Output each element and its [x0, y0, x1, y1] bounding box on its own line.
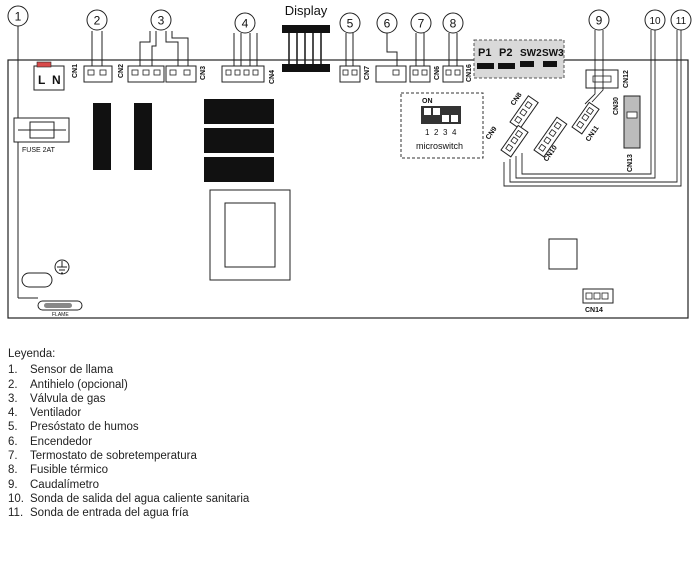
cn2-label: CN2: [118, 64, 125, 78]
list-item: 7.Termostato de sobretemperatura: [8, 450, 197, 463]
svg-text:3: 3: [158, 14, 165, 28]
cn16-connector: [442, 33, 464, 83]
svg-text:SW2: SW2: [520, 48, 542, 59]
svg-text:1: 1: [425, 128, 430, 137]
chip-1: [204, 99, 274, 124]
cn13-label: CN13: [627, 154, 634, 172]
legend-list: 1.Sensor de llama 2.Antihielo (opcional)…: [8, 363, 688, 520]
callout-8: 8: [442, 12, 464, 34]
callout-7: 7: [410, 12, 432, 34]
chip-2: [204, 128, 274, 153]
pcb-board: [7, 59, 689, 319]
cn6-connector: [409, 33, 431, 83]
cn1-label: CN1: [72, 64, 79, 78]
svg-text:P1: P1: [478, 47, 491, 59]
cn7-label: CN7: [364, 66, 371, 80]
list-item: 10.Sonda de salida del agua caliente san…: [8, 492, 250, 505]
cn11-connector: [571, 101, 600, 135]
flame-sensor: FLAME: [37, 300, 83, 318]
svg-text:1: 1: [15, 10, 22, 24]
svg-text:7: 7: [418, 17, 425, 31]
list-item: 8.Fusible térmico: [8, 464, 108, 477]
legend: Leyenda: 1.Sensor de llama 2.Antihielo (…: [8, 347, 688, 521]
cn30-connector: [623, 95, 641, 149]
callout-3: 3: [150, 9, 172, 31]
svg-text:6: 6: [384, 17, 391, 31]
svg-text:8: 8: [450, 17, 457, 31]
cn9-connector: [500, 124, 529, 158]
callout-6: 6: [376, 12, 398, 34]
callout-10: 10: [644, 9, 666, 31]
cn3-connector: [127, 31, 197, 83]
cn16-label: CN16: [466, 64, 473, 82]
cn6-label: CN6: [434, 66, 441, 80]
cn12-label: CN12: [623, 70, 630, 88]
callout-2: 2: [86, 9, 108, 31]
svg-text:N: N: [52, 73, 61, 87]
callout-5: 5: [339, 12, 361, 34]
igniter-connector: [375, 33, 407, 83]
button-panel: P1 P2 SW2 SW3: [473, 39, 565, 79]
power-connector: L N: [33, 61, 65, 91]
svg-text:10: 10: [649, 16, 661, 27]
fuse-2at: FUSE 2AT: [13, 117, 70, 154]
callout-9: 9: [588, 9, 610, 31]
svg-text:FLAME: FLAME: [52, 312, 69, 318]
svg-text:CN14: CN14: [585, 307, 603, 314]
cn30-label: CN30: [613, 97, 620, 115]
cn7-connector: [339, 33, 361, 83]
svg-text:9: 9: [596, 14, 603, 28]
svg-text:microswitch: microswitch: [416, 141, 463, 151]
transformer: [209, 189, 291, 281]
chip-3: [204, 157, 274, 182]
svg-text:ON: ON: [422, 98, 433, 105]
list-item: 5.Presóstato de humos: [8, 421, 139, 434]
svg-text:4: 4: [242, 17, 249, 31]
wiring-diagram: 1 2 3 4 5 6 7 8 9 10 11: [7, 3, 692, 319]
svg-text:5: 5: [347, 17, 354, 31]
microswitch: ON 1 2 3 4 microswitch: [400, 92, 484, 159]
svg-text:2: 2: [94, 14, 101, 28]
display-ribbon-cable: [282, 25, 330, 72]
small-chip: [548, 238, 578, 270]
list-item: 2.Antihielo (opcional): [8, 378, 128, 391]
ground-icon: [21, 259, 70, 288]
svg-text:L: L: [38, 73, 45, 87]
svg-text:4: 4: [452, 128, 457, 137]
relay-2: [134, 103, 152, 170]
callout-11: 11: [670, 9, 692, 31]
svg-text:3: 3: [443, 128, 448, 137]
legend-title: Leyenda:: [8, 348, 56, 360]
svg-text:FUSE 2AT: FUSE 2AT: [22, 147, 56, 154]
list-item: 4.Ventilador: [8, 407, 82, 420]
callout-1: 1: [7, 5, 29, 27]
list-item: 6.Encendedor: [8, 435, 93, 448]
sensor-wiring: [503, 30, 682, 187]
cn12-connector: [585, 69, 619, 89]
list-item: 3.Válvula de gas: [8, 392, 106, 405]
relay-1: [93, 103, 111, 170]
cn8-connector: [509, 95, 539, 130]
cn14-connector: CN14: [582, 288, 614, 314]
cn3-label: CN3: [200, 66, 207, 80]
list-item: 11.Sonda de entrada del agua fría: [8, 507, 189, 520]
cn4-connector: [221, 33, 265, 83]
cn2-connector: [83, 31, 113, 83]
display-label: Display: [285, 3, 328, 18]
callout-4: 4: [234, 12, 256, 34]
list-item: 1.Sensor de llama: [8, 364, 114, 377]
svg-text:P2: P2: [499, 47, 512, 59]
svg-text:2: 2: [434, 128, 439, 137]
list-item: 9.Caudalímetro: [8, 478, 100, 491]
svg-text:SW3: SW3: [542, 48, 564, 59]
svg-text:11: 11: [676, 16, 687, 27]
cn4-label: CN4: [269, 70, 276, 84]
cn10-connector: [533, 116, 568, 158]
